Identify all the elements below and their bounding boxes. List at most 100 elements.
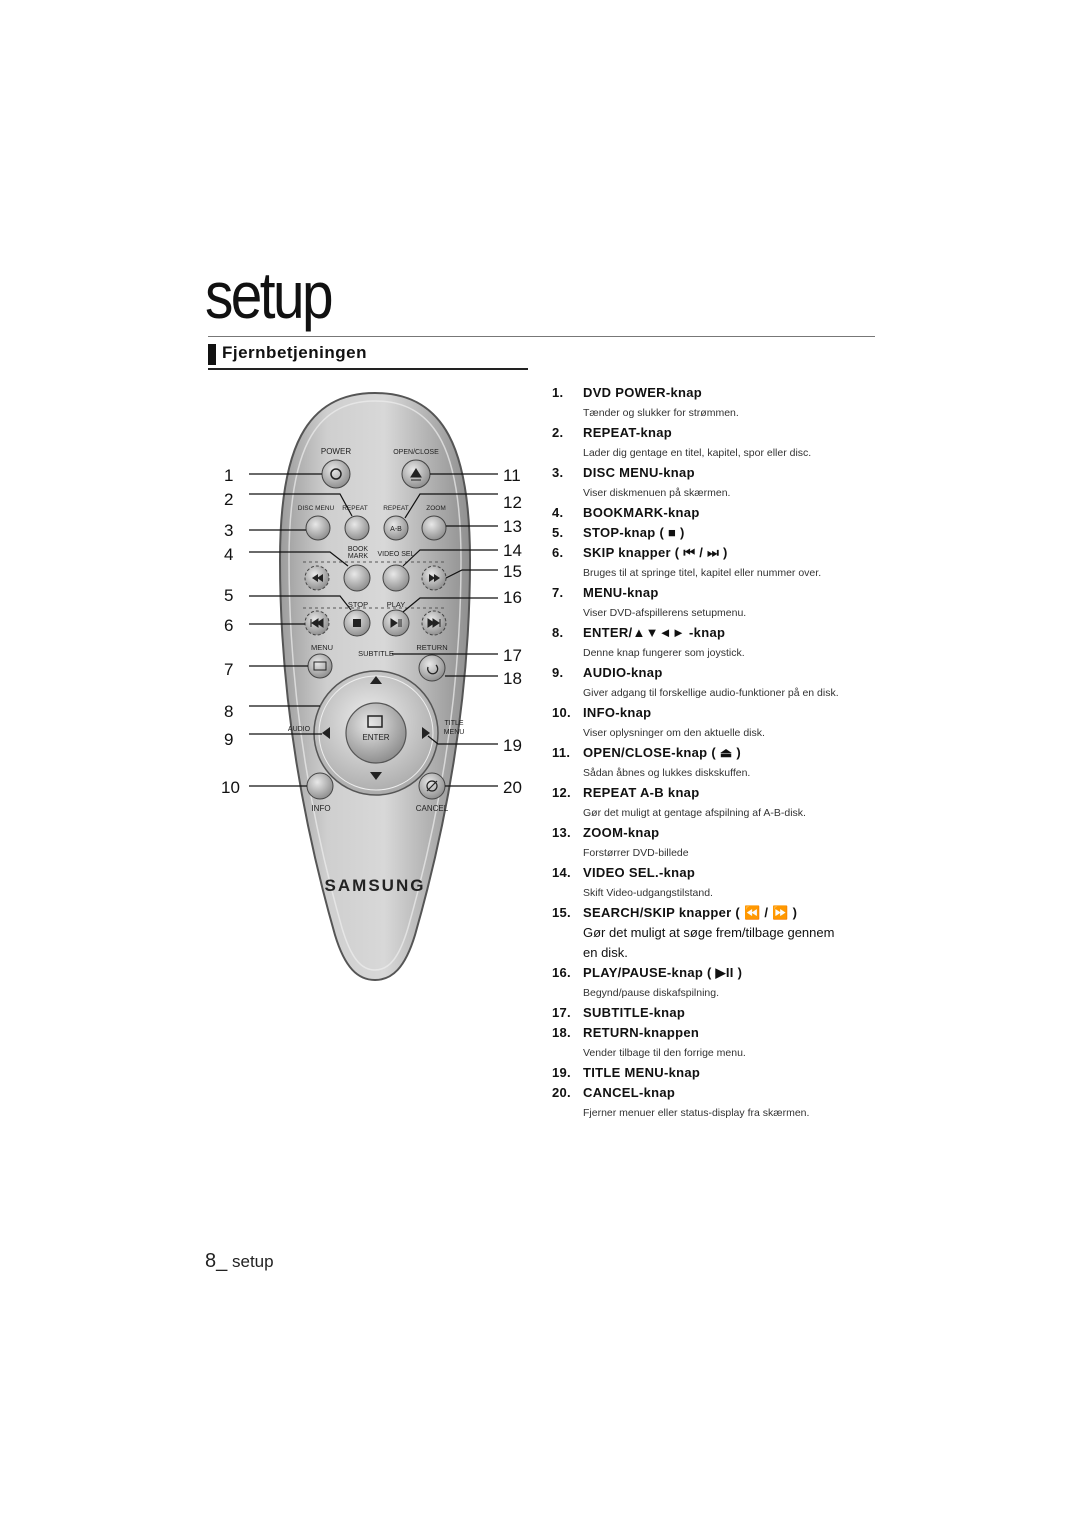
list-item: 7.MENU-knap Viser DVD-afspillerens setup… <box>552 583 882 623</box>
button-description-list: 1.DVD POWER-knap Tænder og slukker for s… <box>552 383 882 1123</box>
list-item: 9.AUDIO-knap Giver adgang til forskellig… <box>552 663 882 703</box>
item-title: SUBTITLE-knap <box>583 1005 686 1020</box>
callout-number: 6 <box>224 616 234 635</box>
book-label: BOOK <box>348 546 369 553</box>
video-sel-button <box>382 564 410 592</box>
item-title: STOP-knap ( ■ ) <box>583 525 685 540</box>
callout-number: 18 <box>503 669 522 688</box>
callout-number: 19 <box>503 736 522 755</box>
list-item: 10.INFO-knap Viser oplysninger om den ak… <box>552 703 882 743</box>
enter-label: ENTER <box>362 733 389 742</box>
page-footer: 8_ setup <box>205 1250 274 1273</box>
power-button <box>321 459 351 489</box>
item-title: OPEN/CLOSE-knap ( ⏏ ) <box>583 745 741 760</box>
item-number: 3. <box>552 465 564 480</box>
section-heading-text: Fjernbetjeningen <box>222 343 367 362</box>
item-number: 9. <box>552 665 564 680</box>
disc-menu-label: DISC MENU <box>298 505 335 512</box>
remote-control-illustration: POWER OPEN/CLOSE DISC MENU REPEAT REPEAT… <box>249 391 498 982</box>
item-description: Forstørrer DVD-billede <box>583 847 689 859</box>
item-description: Begynd/pause diskafspilning. <box>583 987 720 999</box>
item-description: Fjerner menuer eller status-display fra … <box>583 1107 810 1119</box>
item-number: 19. <box>552 1065 571 1080</box>
zoom-label: ZOOM <box>426 505 446 512</box>
audio-label: AUDIO <box>288 726 311 733</box>
section-heading: Fjernbetjeningen <box>208 343 528 370</box>
power-label: POWER <box>321 447 351 456</box>
item-number: 10. <box>552 705 571 720</box>
item-title: AUDIO-knap <box>583 665 663 680</box>
title-label: TITLE <box>444 720 463 727</box>
item-description: Vender tilbage til den forrige menu. <box>583 1047 746 1059</box>
callout-lines-right <box>392 473 498 787</box>
item-number: 8. <box>552 625 564 640</box>
callout-number: 8 <box>224 702 234 721</box>
list-item: 6.SKIP knapper ( ⏮ / ⏭ ) Bruges til at s… <box>552 543 882 583</box>
dpad-left-icon <box>322 727 330 739</box>
title-menu-label: MENU <box>444 729 465 736</box>
subtitle-label: SUBTITLE <box>358 649 394 658</box>
item-number: 13. <box>552 825 571 840</box>
title-rule <box>208 336 875 337</box>
item-title: DVD POWER-knap <box>583 385 703 400</box>
item-number: 4. <box>552 505 564 520</box>
power-icon <box>330 468 342 480</box>
item-number: 7. <box>552 585 564 600</box>
stop-icon <box>353 619 361 627</box>
callout-number: 20 <box>503 778 522 797</box>
list-item: 3. DISC MENU-knap Viser diskmenuen på skæ… <box>552 463 882 503</box>
item-title: MENU-knap <box>583 585 659 600</box>
list-item: 12.REPEAT A-B knap Gør det muligt at gen… <box>552 783 882 823</box>
item-description: Gør det muligt at søge frem/tilbage genn… <box>583 925 835 960</box>
dpad-up-icon <box>370 676 382 684</box>
callout-number: 9 <box>224 730 234 749</box>
item-number: 5. <box>552 525 564 540</box>
item-number: 15. <box>552 905 571 920</box>
list-item: 18.RETURN-knappen Vender tilbage til den… <box>552 1023 882 1063</box>
skip-back-icon <box>310 618 324 628</box>
enter-icon <box>367 715 383 728</box>
cancel-label: CANCEL <box>416 804 449 813</box>
callout-number: 3 <box>224 521 234 540</box>
list-item: 20.CANCEL-knap Fjerner menuer eller stat… <box>552 1083 882 1123</box>
item-title: REPEAT-knap <box>583 425 673 440</box>
footer-label: setup <box>231 1252 274 1271</box>
play-pause-icon <box>390 618 402 628</box>
bookmark-button <box>343 564 371 592</box>
list-item: 11.OPEN/CLOSE-knap ( ⏏ ) Sådan åbnes og … <box>552 743 882 783</box>
return-label: RETURN <box>416 643 447 652</box>
item-title: DISC MENU-knap <box>583 465 695 480</box>
callout-number: 5 <box>224 586 234 605</box>
item-number: 1. <box>552 385 564 400</box>
fast-forward-icon <box>429 574 440 582</box>
play-label: PLAY <box>387 600 406 609</box>
item-description: Gør det muligt at gentage afspilning af … <box>583 807 806 819</box>
item-description: Lader dig gentage en titel, kapitel, spo… <box>583 447 812 459</box>
item-description: Denne knap fungerer som joystick. <box>583 647 745 659</box>
list-item: 2. REPEAT-knap Lader dig gentage en titel… <box>552 423 882 463</box>
repeat-ab-button <box>383 515 409 541</box>
ab-label: A-B <box>390 526 402 533</box>
item-description: Bruges til at springe titel, kapitel ell… <box>583 567 822 579</box>
callout-number: 11 <box>503 466 521 485</box>
item-title: ENTER/▲▼◄► -knap <box>583 625 726 640</box>
menu-icon <box>313 661 327 671</box>
list-item: 19.TITLE MENU-knap <box>552 1063 882 1083</box>
repeat-ab-label: REPEAT <box>383 505 409 512</box>
menu-button <box>307 653 333 679</box>
item-description: Viser diskmenuen på skærmen. <box>583 487 731 499</box>
rewind-icon <box>312 574 323 582</box>
item-title: SEARCH/SKIP knapper ( ⏪ / ⏩ ) <box>583 905 798 920</box>
item-number: 6. <box>552 545 564 560</box>
item-number: 2. <box>552 425 564 440</box>
item-number: 17. <box>552 1005 571 1020</box>
item-number: 11. <box>552 745 571 760</box>
callout-number: 10 <box>221 778 240 797</box>
section-heading-marker <box>208 344 216 365</box>
callout-number: 2 <box>224 490 234 509</box>
return-button <box>418 654 446 682</box>
list-item: 5. STOP-knap ( ■ ) <box>552 523 882 543</box>
item-number: 16. <box>552 965 571 980</box>
eject-icon <box>410 468 422 481</box>
video-sel-label: VIDEO SEL <box>378 551 415 558</box>
